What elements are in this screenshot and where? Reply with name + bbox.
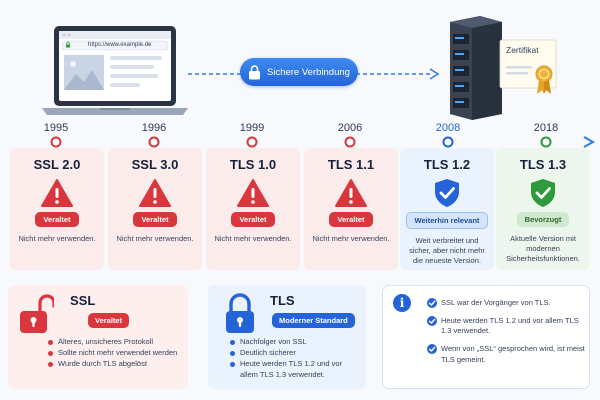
version-description: Weit verbreitet und sicher, aber nicht m… [409, 236, 485, 266]
warning-icon [335, 179, 367, 207]
timeline-year: 2008 [435, 122, 461, 134]
version-name: TLS 1.1 [327, 157, 375, 172]
tls-point-list: Nachfolger von SSL Deutlich sicherer Heu… [230, 337, 360, 381]
version-description: Nicht mehr verwenden. [116, 234, 194, 243]
lock-icon [249, 64, 260, 79]
check-icon [427, 316, 437, 327]
timeline-node [246, 136, 258, 148]
timeline-year: 1995 [43, 122, 69, 134]
list-item: Wenn von „SSL“ gesprochen wird, ist meis… [427, 344, 585, 364]
timeline-node [442, 136, 454, 148]
version-description: Nicht mehr verwenden. [18, 234, 96, 243]
version-card-tls-1-1: TLS 1.1 Veraltet Nicht mehr verwenden. [304, 148, 398, 270]
shield-check-icon [531, 179, 555, 207]
timeline-node [148, 136, 160, 148]
timeline-axis [6, 136, 596, 148]
browser-url: https://www.example.de [88, 42, 152, 48]
version-name: SSL 2.0 [33, 157, 81, 172]
info-panel: i SSL war der Vorgänger von TLS. Heute w… [382, 285, 590, 389]
version-name: TLS 1.2 [423, 157, 471, 172]
unlocked-padlock-icon [20, 294, 54, 333]
version-name: SSL 3.0 [131, 157, 179, 172]
version-card-tls-1-0: TLS 1.0 Veraltet Nicht mehr verwenden. [206, 148, 300, 270]
status-badge: Veraltet [231, 212, 275, 227]
version-description: Aktuelle Version mit modernen Sicherheit… [506, 234, 580, 264]
tls-panel-title: TLS [270, 293, 295, 308]
ssl-panel-title: SSL [70, 293, 96, 308]
certificate-label: Zertifikat [506, 45, 539, 55]
version-card-tls-1-3: TLS 1.3 Bevorzugt Aktuelle Version mit m… [496, 148, 590, 270]
ssl-summary-panel: SSL Veraltet Älteres, unsicheres Protoko… [8, 285, 188, 389]
list-item: Deutlich sicherer [230, 348, 360, 359]
timeline-year: 1999 [239, 122, 265, 134]
version-description: Nicht mehr verwenden. [312, 234, 390, 243]
warning-icon [139, 179, 171, 207]
tls-status-badge: Moderner Standard [272, 313, 355, 328]
status-badge: Veraltet [35, 212, 79, 227]
list-item: SSL war der Vorgänger von TLS. [427, 298, 585, 308]
tls-summary-panel: TLS Moderner Standard Nachfolger von SSL… [208, 285, 366, 389]
shield-check-icon [435, 179, 459, 207]
ssl-status-badge: Veraltet [88, 313, 130, 328]
locked-padlock-icon [226, 293, 254, 333]
status-badge: Weiterhin relevant [405, 212, 489, 229]
warning-icon [41, 179, 73, 207]
timeline-year: 2006 [337, 122, 363, 134]
timeline-node [50, 136, 62, 148]
timeline-year: 2018 [533, 122, 559, 134]
list-item: Älteres, unsicheres Protokoll [48, 337, 177, 348]
version-description: Nicht mehr verwenden. [214, 234, 292, 243]
laptop-illustration [42, 26, 188, 115]
list-item: Nachfolger von SSL [230, 337, 360, 348]
status-badge: Bevorzugt [516, 212, 570, 227]
secure-connection-label: Sichere Verbindung [267, 66, 350, 78]
version-card-ssl-2-0: SSL 2.0 Veraltet Nicht mehr verwenden. [10, 148, 104, 270]
warning-icon [237, 179, 269, 207]
check-icon [427, 344, 437, 355]
status-badge: Veraltet [133, 212, 177, 227]
version-card-ssl-3-0: SSL 3.0 Veraltet Nicht mehr verwenden. [108, 148, 202, 270]
check-icon [427, 298, 437, 308]
version-name: TLS 1.0 [229, 157, 277, 172]
list-item: Heute werden TLS 1.2 und vor allem TLS 1… [230, 359, 360, 381]
list-item: Wurde durch TLS abgelöst [48, 359, 177, 370]
info-point-list: SSL war der Vorgänger von TLS. Heute wer… [427, 298, 585, 373]
timeline-node [540, 136, 552, 148]
list-item: Heute werden TLS 1.2 und vor allem TLS 1… [427, 316, 585, 336]
timeline-node [344, 136, 356, 148]
status-badge: Veraltet [329, 212, 373, 227]
list-item: Sollte nicht mehr verwendet werden [48, 348, 177, 359]
server-illustration [450, 16, 557, 120]
version-name: TLS 1.3 [519, 157, 567, 172]
ssl-point-list: Älteres, unsicheres Protokoll Sollte nic… [48, 337, 177, 370]
version-card-tls-1-2: TLS 1.2 Weiterhin relevant Weit verbreit… [400, 148, 494, 270]
timeline-year: 1996 [141, 122, 167, 134]
info-icon: i [393, 294, 411, 312]
secure-connection-badge: Sichere Verbindung [240, 58, 358, 86]
